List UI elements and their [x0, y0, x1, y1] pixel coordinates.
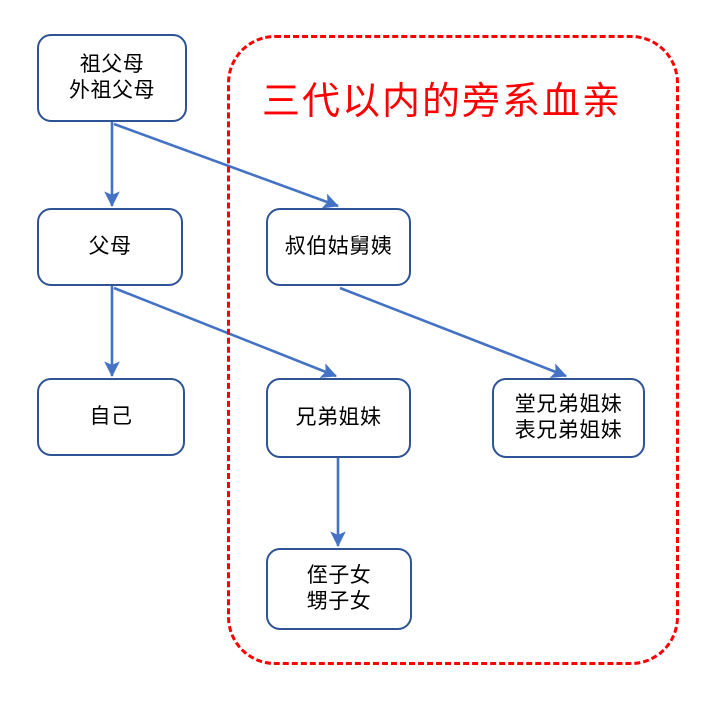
node-label-line: 父母	[88, 234, 132, 259]
node-parents[interactable]: 父母	[37, 208, 183, 286]
node-label-line: 叔伯姑舅姨	[284, 234, 393, 259]
node-siblings[interactable]: 兄弟姐妹	[266, 378, 411, 458]
node-uncles-aunts[interactable]: 叔伯姑舅姨	[266, 208, 411, 286]
node-label-line: 侄子女	[306, 563, 372, 588]
node-self[interactable]: 自己	[37, 378, 185, 456]
node-label-line: 甥子女	[306, 589, 372, 613]
node-label-line: 兄弟姐妹	[295, 405, 382, 430]
node-label-line: 堂兄弟姐妹	[514, 392, 623, 417]
node-label-line: 自己	[89, 404, 133, 429]
node-label-line: 外祖父母	[69, 78, 155, 102]
node-nephews-nieces[interactable]: 侄子女甥子女	[266, 548, 412, 630]
node-label-line: 祖父母	[79, 52, 145, 77]
collateral-relatives-group-title: 三代以内的旁系血亲	[262, 79, 623, 123]
node-label-line: 表兄弟姐妹	[514, 418, 623, 442]
node-grandparents[interactable]: 祖父母外祖父母	[37, 34, 187, 122]
node-cousins[interactable]: 堂兄弟姐妹表兄弟姐妹	[492, 378, 645, 458]
